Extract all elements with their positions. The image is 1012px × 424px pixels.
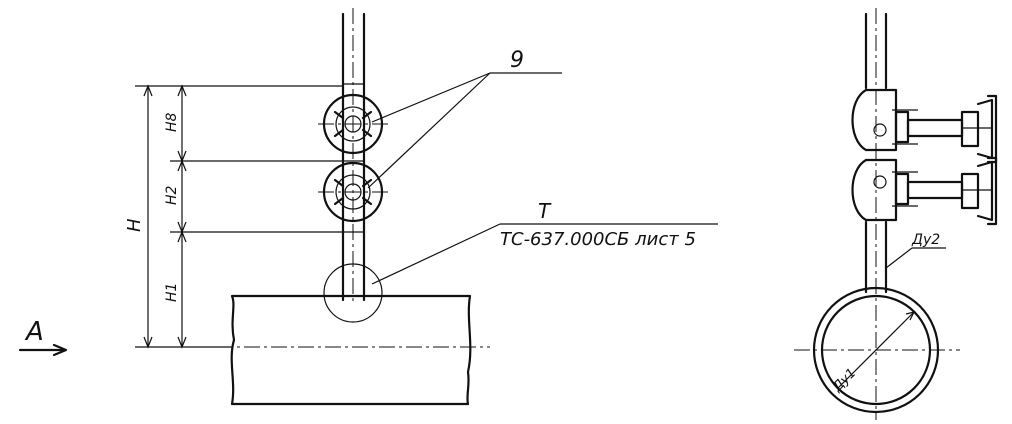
side-view: Ду1 Ду2 (794, 8, 998, 420)
callout-9-label: 9 (510, 48, 524, 73)
header-pipe-body (230, 294, 472, 406)
side-label-branch-dn: Ду2 (911, 232, 940, 248)
side-diameter-line (837, 311, 915, 389)
callout-9-leader-1 (371, 72, 491, 123)
side-valve-body-lower (851, 158, 898, 222)
callout-t-leader (371, 223, 501, 285)
side-flange-upper (894, 110, 910, 144)
front-view: 9 Т ТС-637.000СБ лист 5 H H8 H2 H1 А (18, 8, 718, 406)
valve-upper (318, 93, 392, 155)
view-label-a: А (24, 317, 44, 347)
side-valve-body-upper (851, 88, 898, 152)
valve-lower (318, 161, 392, 223)
side-stem-lower (906, 180, 964, 200)
dim-label-h: H (124, 218, 145, 232)
dim-label-h8: H8 (164, 112, 180, 132)
side-label-main-dn: Ду1 (830, 366, 860, 396)
dim-label-h1: H1 (164, 283, 180, 302)
callout-9-leader-2 (367, 72, 491, 189)
detail-circle-t (323, 263, 383, 323)
side-flange-lower (894, 172, 910, 206)
dim-label-h2: H2 (164, 185, 180, 205)
side-handwheel-lower (976, 156, 998, 226)
side-stem-upper (906, 118, 964, 138)
side-handwheel-upper (976, 94, 998, 164)
callout-t-label: Т (538, 199, 552, 223)
callout-t-reference: ТС-637.000СБ лист 5 (500, 229, 696, 250)
